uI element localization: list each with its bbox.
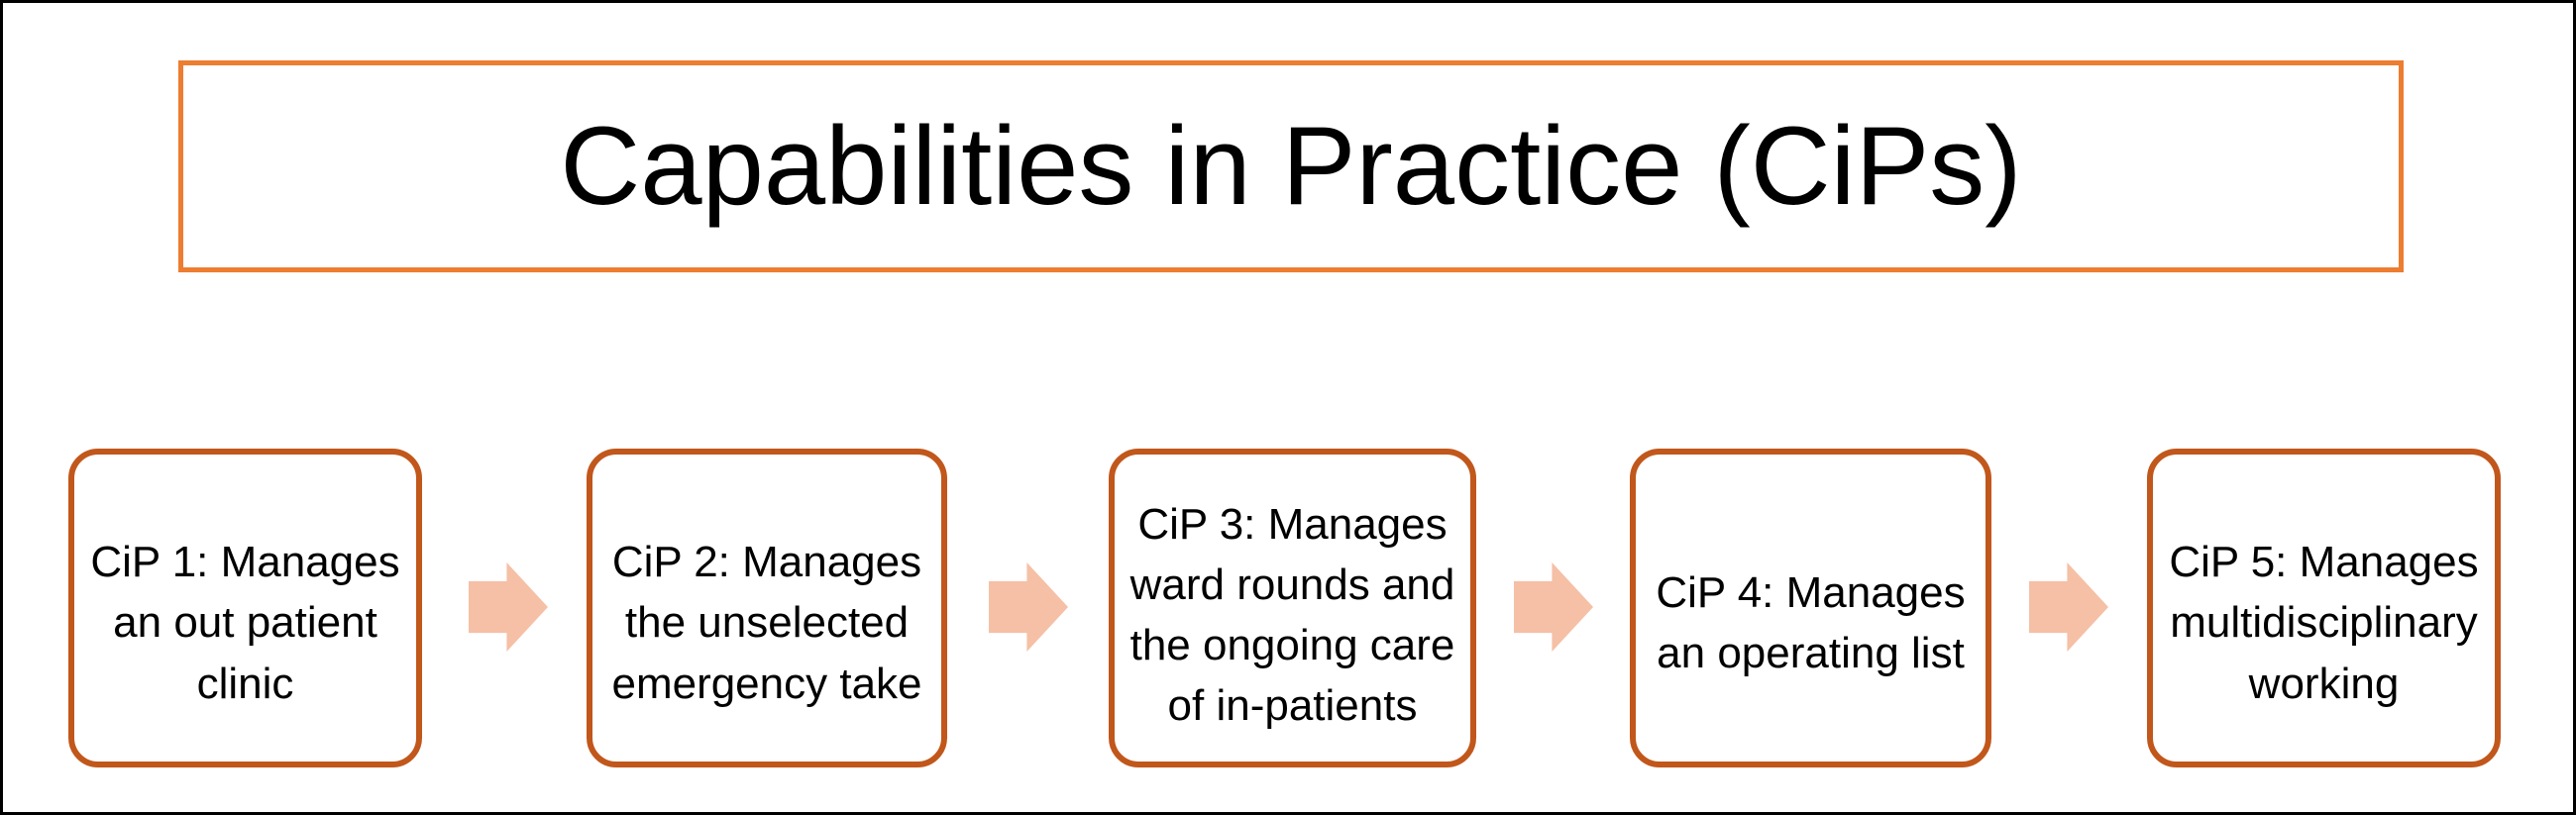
right-arrow-icon-3 [1514,562,1593,652]
right-arrow-icon-4 [2029,562,2108,652]
cip-box-3: CiP 3: Manages ward rounds and the ongoi… [1109,449,1476,767]
cip-box-5: CiP 5: Manages multidisciplinary working [2147,449,2501,767]
cip-box-3-label: CiP 3: Manages ward rounds and the ongoi… [1129,499,1455,731]
cip-box-2-label: CiP 2: Manages the unselected emergency … [611,538,922,708]
right-arrow-icon-2 [989,562,1068,652]
cip-box-4-label: CiP 4: Manages an operating list [1656,567,1966,677]
cip-box-1: CiP 1: Manages an out patient clinic [68,449,422,767]
page-title: Capabilities in Practice (CiPs) [560,104,2022,228]
cip-box-2: CiP 2: Manages the unselected emergency … [587,449,947,767]
cip-box-1-label: CiP 1: Manages an out patient clinic [90,538,400,708]
cip-box-4: CiP 4: Manages an operating list [1630,449,1991,767]
cip-box-5-label: CiP 5: Manages multidisciplinary working [2169,538,2479,708]
title-box: Capabilities in Practice (CiPs) [178,60,2404,272]
right-arrow-icon-1 [469,562,548,652]
